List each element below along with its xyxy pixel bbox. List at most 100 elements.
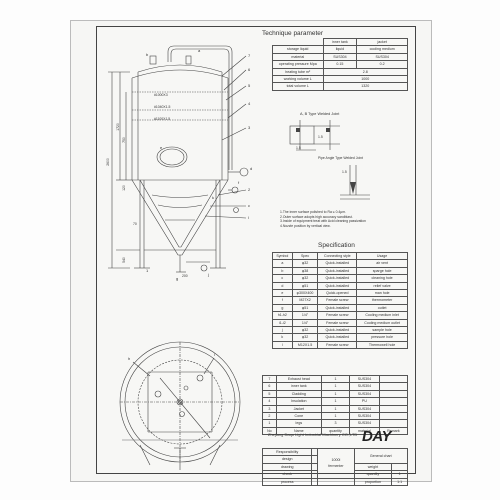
cell: g [272,303,293,313]
callout-label: 5 [248,83,251,88]
cell: Female screw [317,311,358,320]
callout-label: f [238,180,240,185]
company-name: Zhejiang Daqu Light Industrial Machinery… [268,432,358,437]
cell: Female screw [317,296,358,305]
cell: k [272,333,293,342]
callout-label: l [248,215,249,220]
callout-label: i [214,352,215,357]
callout-label: g [176,276,179,281]
cell: cooling medium [356,45,408,54]
cell: Exhaust head [275,374,322,384]
weld-pipe-title: Pipe Angle Type Welded Joint [318,156,363,160]
cell: 0.15 [322,60,358,69]
note-line: 2.Outer surface adopts high accuracy san… [280,214,353,219]
cell: c [272,274,293,283]
callout-label: 1 [146,268,149,273]
cell: drawing [261,462,313,472]
cell: 2.8 [322,67,408,76]
cell [311,455,319,464]
cell [378,411,409,421]
cell: Thermowell hole [356,340,408,350]
cell: Female screw [317,318,358,327]
dim-label: 750 [121,137,126,143]
callout-label: k [212,195,214,200]
cell: a [272,259,293,268]
note-line: 1.The inner surface polished to Ra ≤ 0.4… [280,210,347,214]
callout-label: b [146,52,149,57]
cell: φ32 [291,333,319,342]
cell: relief valve [356,281,408,290]
cell [378,419,409,428]
cell: 1 [320,389,351,399]
dim-label: 2600 [105,158,110,166]
cell: 4 [262,397,277,406]
cell: air vent [356,259,408,268]
cell: Quick-installed [317,281,358,290]
dim-label: #1000X3 [154,93,168,97]
cell: 1 [391,470,408,479]
notes-block: 1.The inner surface polished to Ra ≤ 0.4… [280,210,366,228]
cell: liquid [322,45,358,54]
cell: Quick-installed [317,266,358,276]
cell: PU [349,397,380,406]
cell: 2 [262,411,277,421]
cell: Quick-installed [317,333,358,342]
cell: SUS304 [349,404,380,413]
cell [311,470,319,479]
spec-header: Spec [291,251,319,261]
cell: inner tank [275,382,322,391]
dim-label: 70 [133,222,137,226]
cell: 1 [320,397,351,406]
cell: SUS304 [349,374,380,384]
cell: 1 [262,419,277,428]
dim-label: 1720 [115,123,120,131]
cell: material [272,52,324,62]
cell: operating pressure Mpa [272,60,324,69]
cell: φ38 [291,266,319,276]
cell: pressure hole [356,333,408,342]
cell: total volume L [272,82,324,91]
technique-title: Technique parameter [262,30,324,37]
cell: Quick-installed [317,325,358,335]
callout-label: 6 [248,67,251,72]
cell: SUS304 [322,52,358,62]
callout-label: 7 [248,53,251,58]
cell: 5 [262,389,277,399]
cell: f [272,296,293,305]
cell: outlet [356,303,408,313]
cell: Cone [275,411,322,421]
cell: sample hole [356,325,408,335]
cell: check [261,470,313,479]
callout-label: d [250,166,253,171]
cell: φ51 [291,303,319,313]
note-line: 4.Nozzle position by vertical view. [280,223,331,228]
technique-col-header: jacket [356,37,408,47]
callout-label: 4 [248,101,251,106]
cell: e [272,288,293,298]
cell [378,404,409,413]
cell: SUS304 [349,382,380,391]
cell: 1320 [322,82,408,91]
cell [311,462,319,472]
cell: Cladding [275,389,322,399]
spec-title: Specification [318,242,355,249]
note-line: 3.Inside of equipment treat with Acid cl… [280,219,366,224]
dim-label: 200 [182,274,188,278]
